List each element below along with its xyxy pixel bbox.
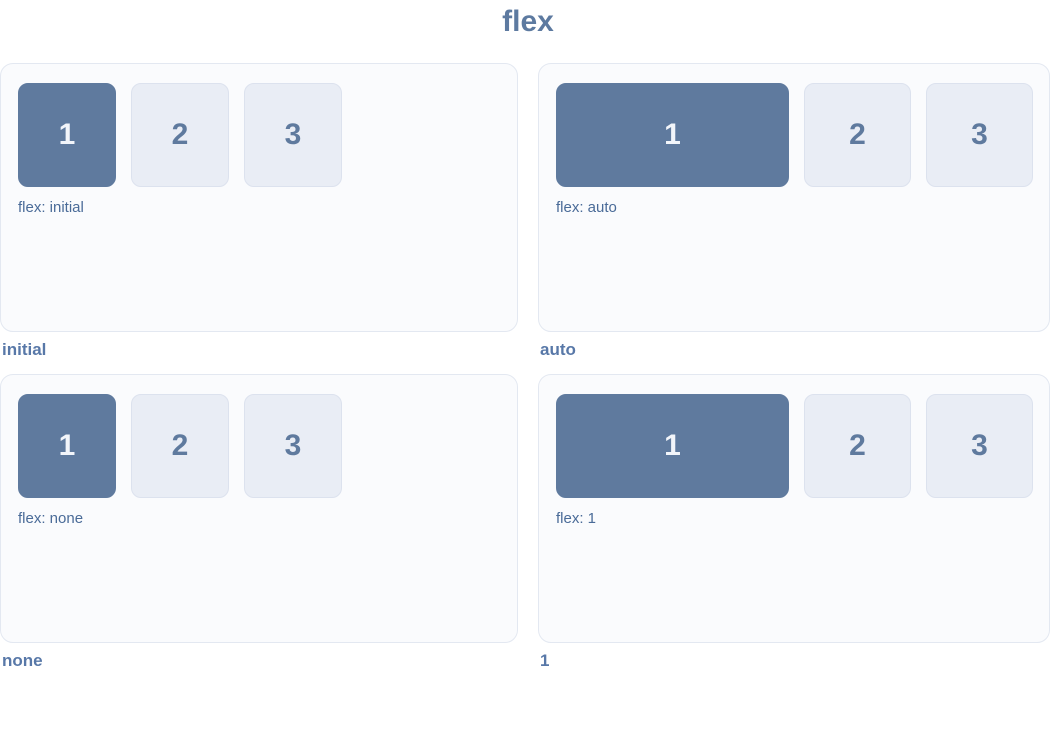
flex-value-label: flex: 1 [556,510,597,527]
box-1: 1 [18,83,116,187]
panel-flex-1: 1 2 3 flex: 1 [538,374,1050,643]
panel-caption: 1 [540,651,550,670]
box-1: 1 [556,394,789,498]
box-1: 1 [18,394,116,498]
box-row: 1 2 3 [18,83,501,187]
demo-grid: 1 2 3 flex: initial initial 1 2 3 flex: … [0,63,1056,671]
box-row: 1 2 3 [556,394,1033,498]
flex-value-label: flex: none [18,510,84,527]
box-row: 1 2 3 [18,394,501,498]
panel-cell-1: 1 2 3 flex: 1 1 [538,374,1050,671]
panel-cell-initial: 1 2 3 flex: initial initial [0,63,518,360]
flex-value-label: flex: initial [18,199,84,216]
panel-cell-none: 1 2 3 flex: none none [0,374,518,671]
flex-value-label: flex: auto [556,199,617,216]
panel-caption: initial [2,340,47,359]
panel-flex-none: 1 2 3 flex: none [0,374,518,643]
box-2: 2 [804,83,911,187]
page-title: flex [502,5,554,38]
panel-flex-initial: 1 2 3 flex: initial [0,63,518,332]
box-3: 3 [244,394,342,498]
box-2: 2 [804,394,911,498]
panel-caption: none [2,651,43,670]
box-2: 2 [131,83,229,187]
panel-flex-auto: 1 2 3 flex: auto [538,63,1050,332]
panel-caption: auto [540,340,576,359]
panel-cell-auto: 1 2 3 flex: auto auto [538,63,1050,360]
box-3: 3 [926,83,1033,187]
box-3: 3 [926,394,1033,498]
box-2: 2 [131,394,229,498]
box-3: 3 [244,83,342,187]
box-row: 1 2 3 [556,83,1033,187]
box-1: 1 [556,83,789,187]
